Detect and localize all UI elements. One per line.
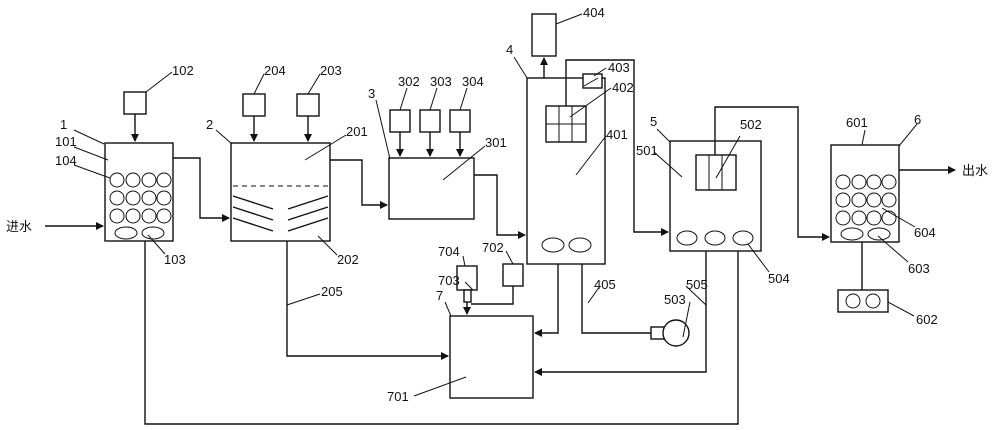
label-102: 102: [172, 63, 194, 78]
pipe-4-to-5: [565, 59, 669, 236]
label-405: 405: [594, 277, 616, 292]
label-1: 1: [60, 117, 67, 132]
label-505: 505: [686, 277, 708, 292]
inclined-plates-202: [232, 195, 329, 232]
label-602: 602: [916, 312, 938, 327]
media-balls-104: [109, 172, 172, 224]
unit-7-tank: [449, 263, 534, 399]
tank-101: [104, 142, 174, 242]
label-205: 205: [321, 284, 343, 299]
pipe-4-to-7: [534, 264, 559, 337]
label-503: 503: [664, 292, 686, 307]
label-701: 701: [387, 389, 409, 404]
label-304: 304: [462, 74, 484, 89]
label-604: 604: [914, 225, 936, 240]
unit-2-tank: [230, 93, 331, 242]
label-504: 504: [768, 271, 790, 286]
doser-302: [389, 109, 411, 133]
unit-4-reactor: [526, 13, 669, 265]
label-502: 502: [740, 117, 762, 132]
blower-602: [837, 289, 889, 313]
label-601: 601: [846, 115, 868, 130]
label-6: 6: [914, 112, 921, 127]
label-403: 403: [608, 60, 630, 75]
pipe-405: [581, 264, 651, 334]
tank-201: [230, 142, 331, 242]
label-401: 401: [606, 127, 628, 142]
label-404: 404: [583, 5, 605, 20]
pipe-3-to-4: [474, 174, 526, 239]
outlet-label: 出水: [962, 164, 988, 179]
label-704: 704: [438, 244, 460, 259]
media-balls-604: [835, 174, 897, 226]
tank-404: [531, 13, 557, 57]
label-2: 2: [206, 117, 213, 132]
aerators-504: [676, 230, 754, 246]
tank-701: [449, 315, 534, 399]
label-202: 202: [337, 252, 359, 267]
pipe-2-to-3: [330, 159, 388, 209]
doser-304: [449, 109, 471, 133]
module-502: [695, 154, 737, 191]
label-501: 501: [636, 143, 658, 158]
aerators-401: [541, 237, 592, 253]
pipe-5-to-6: [714, 106, 830, 241]
doser-702: [502, 263, 524, 287]
label-301: 301: [485, 135, 507, 150]
unit-1-tank: [104, 91, 174, 242]
leader-lines: [73, 13, 918, 397]
label-302: 302: [398, 74, 420, 89]
label-702: 702: [482, 240, 504, 255]
label-5: 5: [650, 114, 657, 129]
pipe-1-to-2: [173, 157, 230, 222]
label-703: 703: [438, 273, 460, 288]
unit-3-tank: [388, 109, 475, 220]
doser-303: [419, 109, 441, 133]
label-101: 101: [55, 134, 77, 149]
doser-704: [456, 265, 478, 291]
doser-102: [123, 91, 147, 115]
doser-203: [296, 93, 320, 117]
label-303: 303: [430, 74, 452, 89]
pipe-505: [534, 251, 707, 376]
label-201: 201: [346, 124, 368, 139]
valve-703: [463, 289, 472, 303]
aerators-103: [114, 226, 165, 240]
label-7: 7: [436, 288, 443, 303]
inlet-label: 进水: [6, 220, 32, 235]
label-204: 204: [264, 63, 286, 78]
unit-5-tank: [669, 106, 830, 252]
tank-301: [388, 157, 475, 220]
label-103: 103: [164, 252, 186, 267]
aerators-603: [840, 227, 891, 241]
pipe-bottom-return: [144, 241, 739, 425]
label-402: 402: [612, 80, 634, 95]
label-603: 603: [908, 261, 930, 276]
label-4: 4: [506, 42, 513, 57]
pipe-205: [286, 241, 449, 360]
doser-204: [242, 93, 266, 117]
part-labels: 1 101 104 103 102 2 204 203 201 202 205 …: [55, 5, 938, 404]
label-104: 104: [55, 153, 77, 168]
pump-503-inlet: [650, 326, 665, 340]
label-203: 203: [320, 63, 342, 78]
pump-503: [662, 319, 690, 347]
unit-6-tank: [830, 144, 900, 313]
label-3: 3: [368, 86, 375, 101]
